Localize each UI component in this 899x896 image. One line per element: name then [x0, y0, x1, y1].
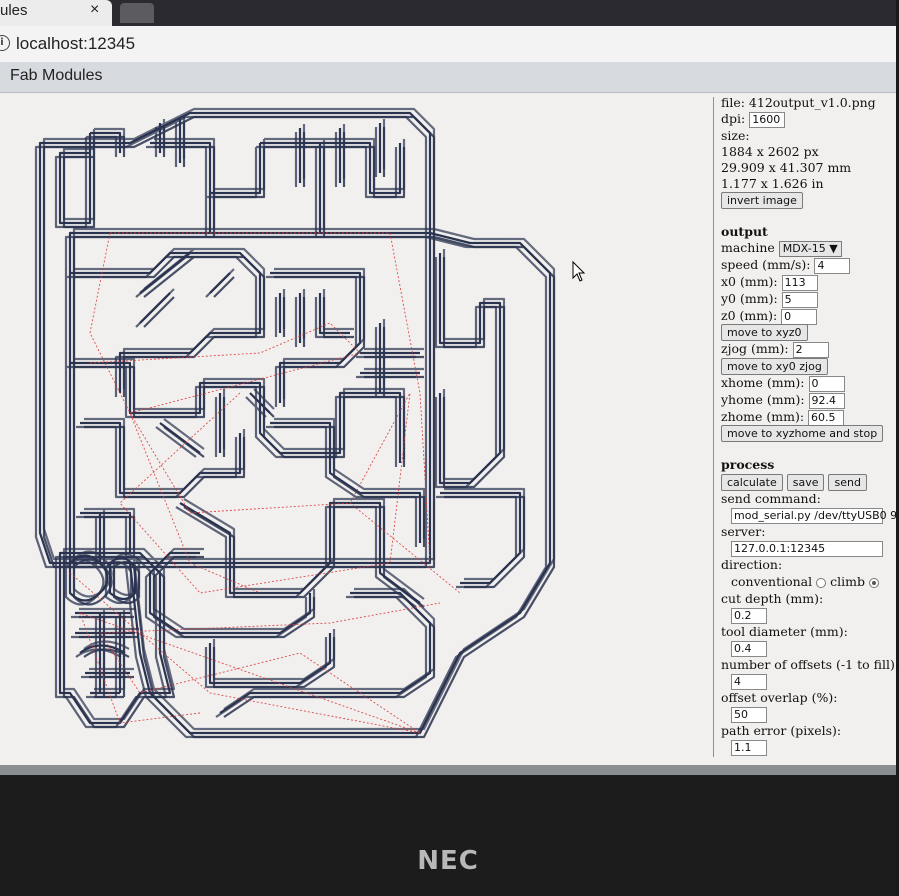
process-header: process: [721, 457, 775, 472]
y0-label: y0 (mm):: [721, 291, 778, 306]
zjog-input[interactable]: 2: [792, 341, 829, 358]
screen-bottom-edge: [0, 765, 896, 775]
direction-label: direction:: [721, 557, 783, 572]
main-content: file: 412output_v1.0.png dpi: 1600 size:…: [0, 93, 899, 765]
send-button[interactable]: send: [828, 474, 867, 491]
panel-divider: [713, 97, 714, 757]
x0-label: x0 (mm):: [721, 274, 778, 289]
dpi-label: dpi:: [721, 111, 746, 126]
jog-moves: [69, 232, 461, 734]
speed-label: speed (mm/s):: [721, 257, 811, 272]
output-header: output: [721, 224, 768, 239]
yhome-label: yhome (mm):: [721, 392, 805, 407]
size-pixels: 1884 x 2602 px: [721, 144, 819, 159]
file-name: file: 412output_v1.0.png: [721, 95, 876, 110]
browser-tab[interactable]: ules ×: [0, 0, 112, 26]
zhome-label: zhome (mm):: [721, 409, 805, 424]
x0-input[interactable]: 113: [781, 274, 818, 291]
tool-diameter-input[interactable]: 0.4: [731, 640, 767, 657]
server-input[interactable]: 127.0.0.1:12345: [731, 540, 883, 557]
url-text[interactable]: localhost:12345: [16, 34, 136, 53]
cut-depth-label: cut depth (mm):: [721, 591, 824, 606]
cut-depth-input[interactable]: 0.2: [731, 607, 767, 624]
path-error-label: path error (pixels):: [721, 723, 842, 738]
xhome-label: xhome (mm):: [721, 375, 805, 390]
toolpath-offset-3: [34, 115, 548, 739]
toolpath-canvas: [34, 107, 556, 739]
climb-label: climb: [830, 574, 865, 589]
climb-radio[interactable]: [868, 577, 879, 588]
save-button[interactable]: save: [786, 474, 825, 491]
close-tab-icon[interactable]: ×: [90, 1, 100, 18]
monitor-bezel: [0, 765, 896, 896]
calculate-button[interactable]: calculate: [721, 474, 783, 491]
path-error-input[interactable]: 1.1: [731, 739, 767, 756]
browser-tab-bar: ules ×: [0, 0, 896, 26]
y0-input[interactable]: 5: [781, 291, 818, 308]
dpi-input[interactable]: 1600: [749, 111, 786, 128]
move-to-xy0-zjog-button[interactable]: move to xy0 zjog: [721, 358, 828, 375]
server-label: server:: [721, 524, 766, 539]
machine-select[interactable]: MDX-15 ▼: [778, 241, 842, 257]
size-label: size:: [721, 128, 750, 143]
zjog-label: zjog (mm):: [721, 341, 789, 356]
conventional-radio[interactable]: [816, 577, 827, 588]
app-title: Fab Modules: [10, 67, 103, 84]
z0-label: z0 (mm):: [721, 308, 778, 323]
tool-diameter-label: tool diameter (mm):: [721, 624, 848, 639]
overlap-label: offset overlap (%):: [721, 690, 838, 705]
mouse-cursor-icon: [572, 260, 586, 282]
invert-image-button[interactable]: invert image: [721, 192, 803, 209]
info-icon[interactable]: i: [0, 35, 10, 51]
move-to-xyzhome-button[interactable]: move to xyzhome and stop: [721, 425, 884, 442]
z0-input[interactable]: 0: [781, 308, 818, 325]
conventional-label: conventional: [731, 574, 813, 589]
xhome-input[interactable]: 0: [808, 375, 845, 392]
zhome-input[interactable]: 60.5: [808, 409, 845, 426]
offsets-input[interactable]: 4: [731, 673, 767, 690]
overlap-input[interactable]: 50: [731, 706, 767, 723]
offsets-label: number of offsets (-1 to fill):: [721, 657, 899, 672]
tab-title: ules: [0, 2, 28, 19]
new-tab-button[interactable]: [120, 3, 154, 23]
app-title-bar: Fab Modules: [0, 62, 896, 93]
size-inches: 1.177 x 1.626 in: [721, 176, 824, 191]
monitor-brand-logo: NEC: [417, 846, 479, 876]
size-millimeters: 29.909 x 41.307 mm: [721, 160, 852, 175]
speed-input[interactable]: 4: [814, 257, 851, 274]
send-command-label: send command:: [721, 491, 821, 506]
yhome-input[interactable]: 92.4: [808, 392, 845, 409]
machine-label: machine: [721, 240, 775, 255]
send-command-input[interactable]: mod_serial.py /dev/ttyUSB0 9: [731, 507, 897, 524]
move-to-xyz0-button[interactable]: move to xyz0: [721, 324, 808, 341]
address-bar[interactable]: i localhost:12345: [0, 26, 896, 63]
